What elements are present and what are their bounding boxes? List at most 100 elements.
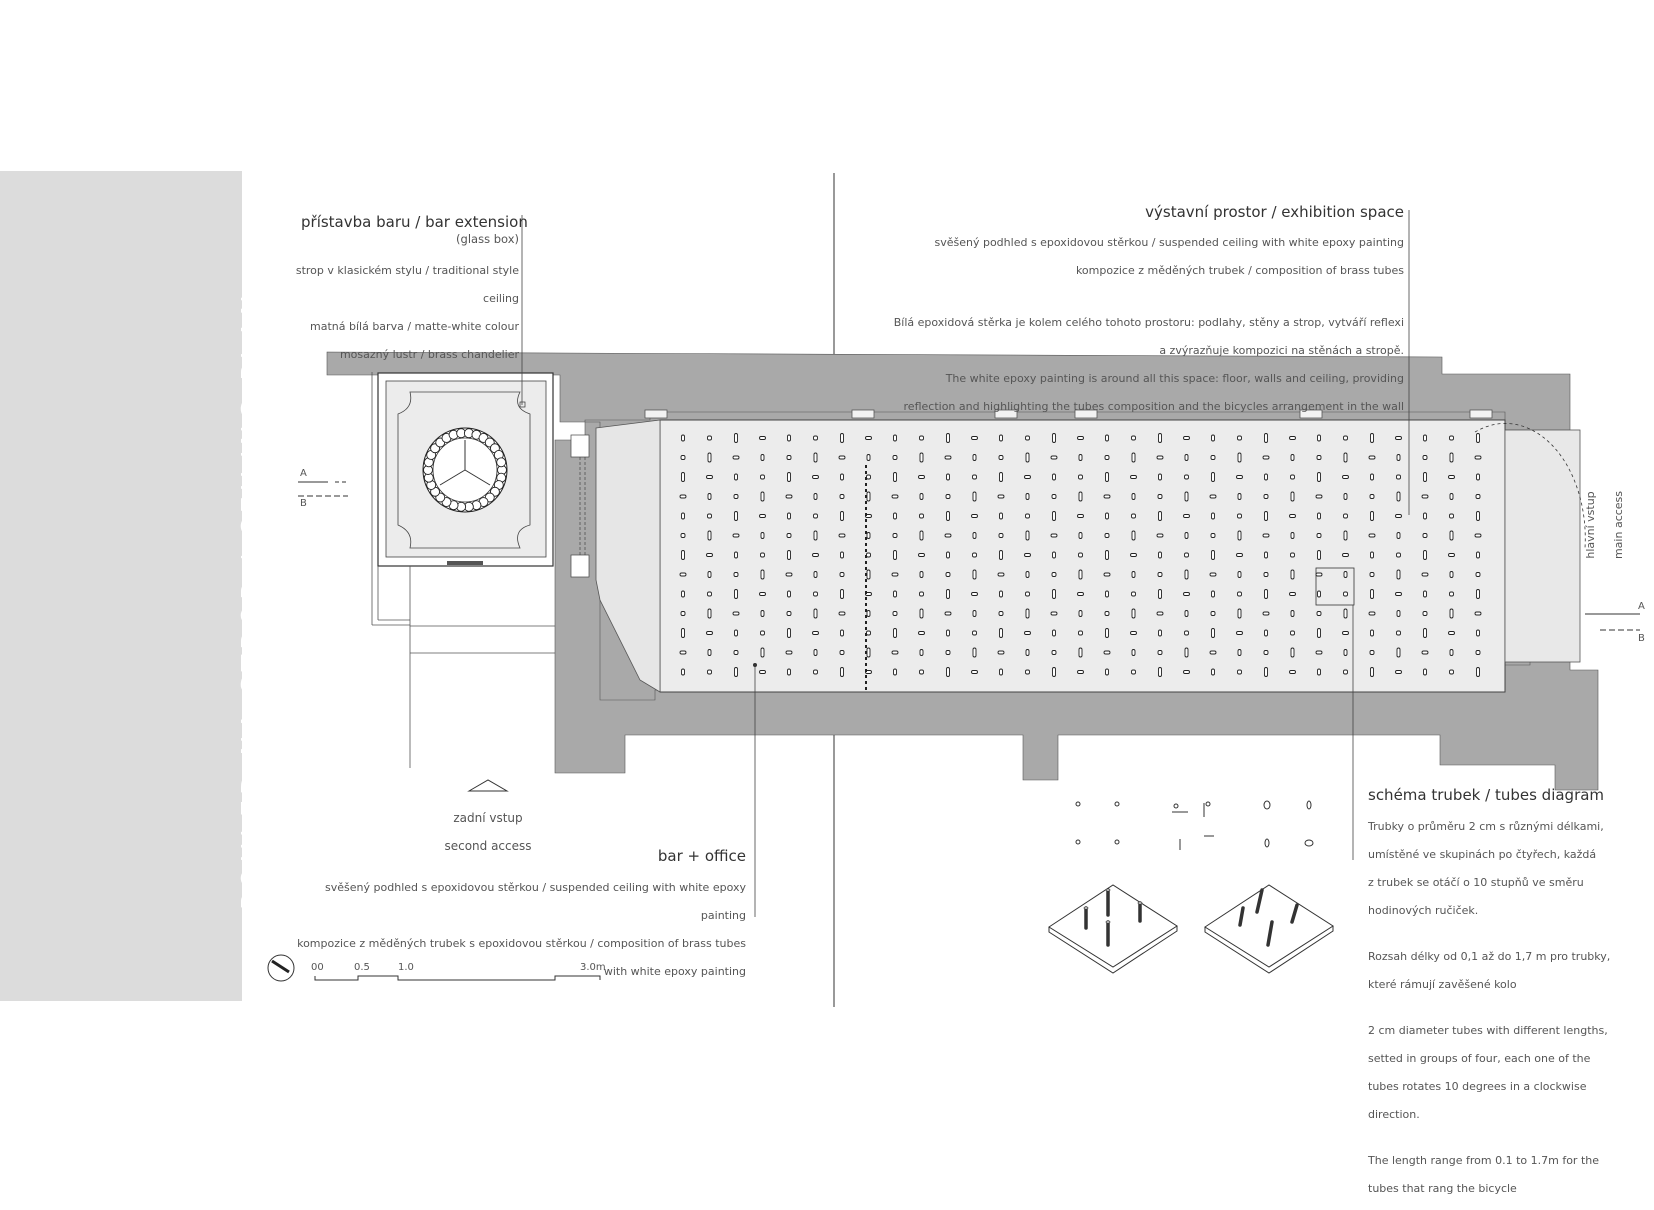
section-mark-right: [1585, 613, 1640, 631]
brass-tube: [813, 571, 818, 578]
brass-tube: [1474, 455, 1482, 460]
brass-tube: [1368, 533, 1376, 538]
brass-tube: [972, 454, 977, 461]
brass-tube: [1264, 589, 1268, 599]
brass-tube: [1290, 610, 1295, 617]
brass-tube: [1476, 667, 1480, 677]
brass-tube: [946, 473, 950, 481]
brass-tube: [813, 649, 818, 656]
brass-tube: [919, 513, 924, 519]
brass-tube: [681, 434, 685, 442]
brass-tube: [733, 572, 739, 577]
brass-tube: [971, 592, 978, 596]
brass-tube: [707, 530, 712, 541]
brass-tube: [1289, 514, 1296, 518]
brass-tube: [1343, 591, 1348, 597]
brass-tube: [1289, 670, 1296, 674]
brass-tube: [1317, 590, 1321, 598]
brass-tube: [734, 473, 738, 481]
brass-tube: [946, 433, 950, 443]
brass-tube: [946, 589, 950, 599]
brass-tube: [839, 572, 845, 577]
brass-tube: [1369, 650, 1375, 655]
brass-tube: [1395, 514, 1402, 518]
brass-tube: [1264, 473, 1268, 481]
brass-tube: [1422, 455, 1428, 460]
brass-tube: [1050, 455, 1058, 460]
brass-tube: [786, 455, 792, 460]
brass-tube: [1396, 569, 1401, 580]
brass-tube: [1236, 475, 1243, 479]
brass-tube: [707, 571, 712, 578]
brass-tube: [1423, 628, 1427, 638]
brass-tube: [1290, 552, 1295, 558]
brass-tube: [1184, 491, 1189, 502]
brass-tube: [1131, 530, 1136, 541]
brass-tube: [1262, 533, 1270, 538]
brass-tube: [813, 608, 818, 619]
brass-tube: [1184, 569, 1189, 580]
brass-tube: [1156, 455, 1164, 460]
brass-tube: [1183, 670, 1190, 674]
brass-tube: [1104, 611, 1110, 616]
brass-tube: [919, 571, 924, 578]
brass-tube: [1343, 435, 1348, 441]
brass-tube: [866, 491, 871, 502]
brass-tube: [1131, 513, 1136, 519]
brass-tube: [1449, 513, 1454, 519]
brass-tube: [760, 647, 765, 658]
brass-tube: [999, 668, 1003, 676]
brass-tube: [840, 667, 844, 677]
brass-tube: [972, 532, 977, 539]
brass-tube: [760, 630, 765, 636]
brass-tube: [1078, 569, 1083, 580]
brass-tube: [1183, 436, 1190, 440]
brass-tube: [1448, 631, 1455, 635]
brass-tube: [1290, 630, 1295, 636]
brass-tube: [1396, 474, 1401, 480]
brass-tube: [1289, 436, 1296, 440]
brass-tube: [1395, 670, 1402, 674]
brass-tube: [1237, 608, 1242, 619]
brass-tube: [893, 668, 897, 676]
exhibition-title: výstavní prostor / exhibition space: [1145, 203, 1404, 221]
brass-tube: [1131, 571, 1136, 578]
brass-tube: [1184, 610, 1189, 617]
brass-tube: [972, 552, 977, 558]
brass-tube: [760, 532, 765, 539]
brass-tube: [1184, 454, 1189, 461]
brass-tube: [787, 472, 791, 482]
brass-tube: [840, 511, 844, 521]
bar-extension-subtitle: (glass box): [456, 232, 519, 246]
brass-tube: [1370, 589, 1374, 599]
brass-tube: [1157, 572, 1163, 577]
brass-tube: [680, 455, 686, 460]
brass-tube: [1078, 552, 1083, 558]
brass-tube: [680, 611, 686, 616]
section-b-left: B: [300, 498, 307, 509]
brass-tube: [1211, 472, 1215, 482]
brass-tube: [1264, 433, 1268, 443]
brass-tube: [1264, 551, 1268, 559]
brass-tube: [1025, 493, 1030, 500]
brass-tube: [945, 572, 951, 577]
brass-tube: [1343, 571, 1348, 578]
brass-tube: [919, 669, 924, 675]
tubes-diagram-title: schéma trubek / tubes diagram: [1368, 786, 1605, 804]
brass-tube: [679, 494, 687, 499]
scale-label-0: 00: [311, 962, 324, 973]
brass-tube: [1077, 592, 1084, 596]
brass-tube: [866, 569, 871, 580]
brass-tube: [1103, 572, 1111, 577]
brass-tube: [734, 551, 738, 559]
brass-tube: [1396, 630, 1401, 636]
brass-tube: [1315, 494, 1323, 499]
brass-tube: [1211, 628, 1215, 638]
scale-label-2: 1.0: [398, 962, 414, 973]
brass-tube: [1184, 630, 1189, 636]
brass-tube: [1210, 455, 1216, 460]
brass-tube: [838, 611, 846, 616]
brass-tube: [1237, 452, 1242, 463]
brass-tube: [1290, 647, 1295, 658]
brass-tube: [1476, 511, 1480, 521]
